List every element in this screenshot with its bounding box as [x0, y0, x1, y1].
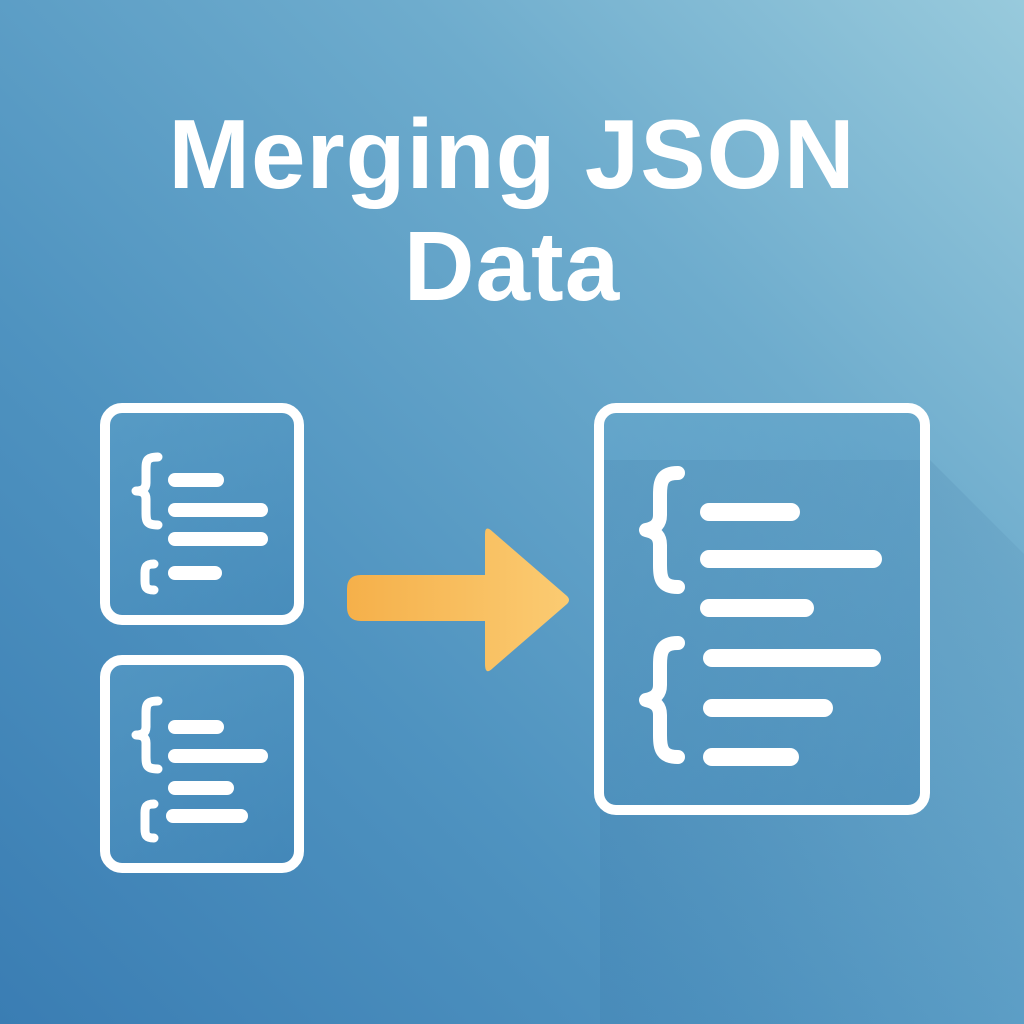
json-line [703, 649, 881, 667]
json-line [700, 503, 800, 521]
arrow-right-icon [347, 528, 569, 672]
json-line [168, 503, 268, 517]
page-title: Merging JSON Data [0, 98, 1024, 322]
title-line-1: Merging JSON [168, 99, 856, 209]
json-document-input-2 [100, 655, 304, 873]
json-line [700, 599, 814, 617]
curly-brace-icon [639, 466, 685, 594]
json-line [168, 566, 222, 580]
json-line [168, 473, 224, 487]
json-line [168, 781, 234, 795]
json-line [700, 550, 882, 568]
curly-brace-icon [639, 636, 685, 764]
json-document-input-1 [100, 403, 304, 625]
json-line [703, 699, 833, 717]
curly-brace-icon [131, 452, 163, 530]
curly-brace-icon [140, 799, 159, 843]
json-document-merged [594, 403, 930, 815]
json-line [166, 809, 248, 823]
json-line [703, 748, 799, 766]
json-line [168, 532, 268, 546]
title-line-2: Data [403, 211, 621, 321]
json-line [168, 720, 224, 734]
curly-brace-icon [140, 559, 159, 595]
curly-brace-icon [131, 696, 163, 774]
json-line [168, 749, 268, 763]
